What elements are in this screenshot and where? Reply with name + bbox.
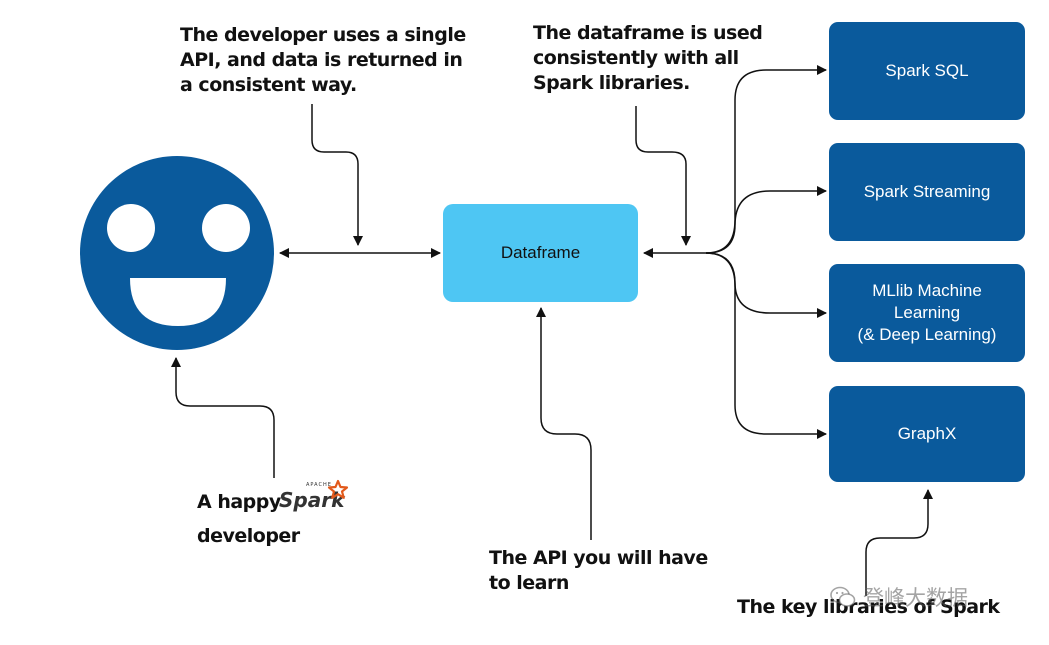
branch-mllib-arrow bbox=[705, 252, 827, 318]
spark-logo: APACHE Spark bbox=[279, 479, 349, 512]
happy-developer-pointer-arrow bbox=[171, 357, 275, 478]
spark-logo-small-text: APACHE bbox=[306, 482, 332, 488]
happy-developer-prefix: A happy bbox=[197, 491, 281, 513]
branch-spark-sql-arrow bbox=[705, 65, 827, 254]
dataframe-consistent-annotation: The dataframe is used consistently with … bbox=[533, 22, 763, 94]
library-box-spark-sql: Spark SQL bbox=[829, 22, 1025, 120]
api-to-learn-annotation: The API you will have to learn bbox=[489, 547, 708, 594]
library-label: Learning bbox=[893, 303, 961, 322]
key-libraries-annotation: The key libraries of Spark bbox=[737, 596, 1000, 618]
watermark: 登峰大数据 bbox=[829, 577, 1029, 617]
library-label: Spark Streaming bbox=[863, 182, 991, 201]
library-label: GraphX bbox=[897, 424, 957, 443]
single-api-annotation: The developer uses a single API, and dat… bbox=[180, 24, 466, 96]
library-label: (& Deep Learning) bbox=[857, 325, 997, 344]
watermark-text: 登峰大数据 bbox=[863, 587, 968, 610]
library-label: Spark SQL bbox=[885, 61, 969, 80]
single-api-pointer-arrow bbox=[311, 104, 363, 246]
dataframe-label: Dataframe bbox=[500, 243, 581, 262]
dataframe-box: Dataframe bbox=[443, 204, 638, 302]
api-to-learn-pointer-arrow bbox=[536, 307, 592, 540]
happy-developer-suffix: developer bbox=[197, 525, 300, 547]
library-box-mllib: MLlib Machine Learning (& Deep Learning) bbox=[829, 264, 1025, 362]
library-label: MLlib Machine bbox=[872, 281, 982, 300]
dataframe-consistent-pointer-arrow bbox=[635, 106, 691, 246]
library-box-spark-streaming: Spark Streaming bbox=[829, 143, 1025, 241]
library-box-graphx: GraphX bbox=[829, 386, 1025, 482]
spark-star-icon bbox=[327, 479, 349, 499]
key-libraries-pointer-arrow bbox=[865, 489, 933, 596]
wechat-icon bbox=[830, 586, 856, 607]
branch-spark-streaming-arrow bbox=[705, 186, 827, 254]
smiley-face-icon bbox=[80, 156, 274, 350]
spark-logo-brand: Spark bbox=[279, 488, 346, 512]
branch-graphx-arrow bbox=[705, 252, 827, 439]
